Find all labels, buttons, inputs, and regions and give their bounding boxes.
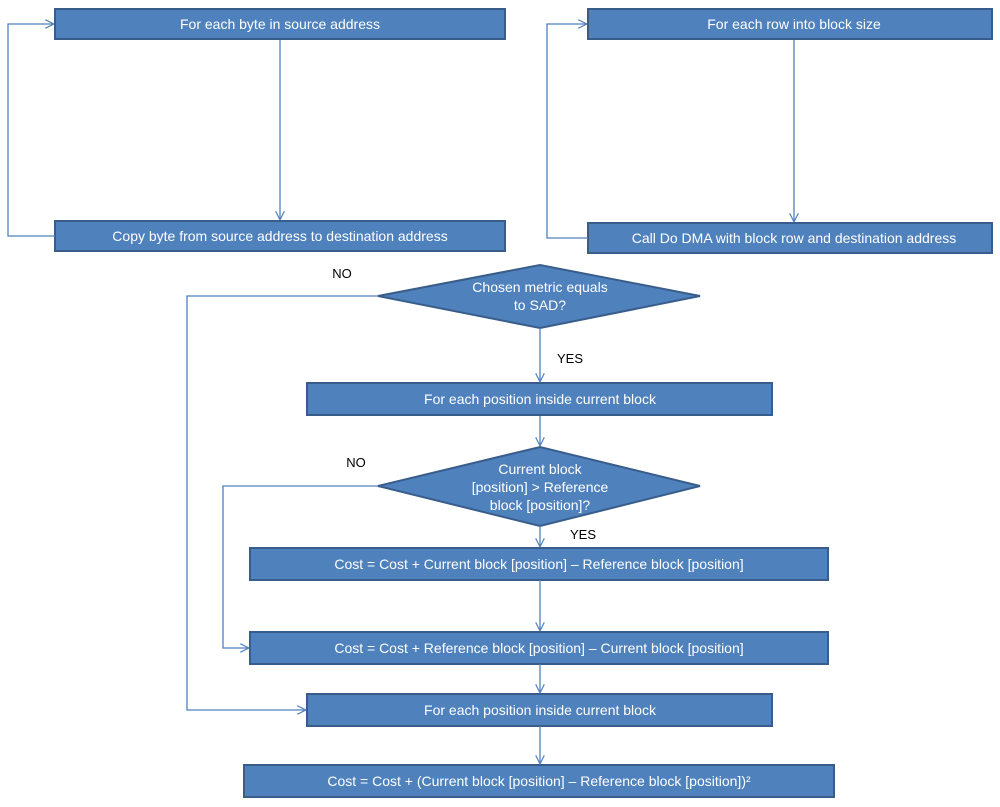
loop-position-sad-box xyxy=(306,382,773,416)
copy-byte-label: Copy byte from source address to destina… xyxy=(112,228,447,244)
arrow-metric-no xyxy=(186,295,378,710)
call-dma-box xyxy=(587,222,993,254)
loop-each-row-box xyxy=(587,8,993,40)
cost-current-minus-reference-box xyxy=(249,547,829,581)
flow-cost-metric: Chosen metric equals to SAD? NO YES For … xyxy=(186,263,835,798)
decision-compare-line-3: block [position]? xyxy=(490,497,591,513)
cost-reference-minus-current-box xyxy=(249,631,829,665)
call-dma-label: Call Do DMA with block row and destinati… xyxy=(632,230,957,246)
label-no-compare: NO xyxy=(346,455,366,470)
loop-position-ssd-box xyxy=(306,693,773,727)
loop-position-sad-label: For each position inside current block xyxy=(424,391,657,407)
decision-metric-line-2: to SAD? xyxy=(514,297,566,313)
loop-position-ssd-label: For each position inside current block xyxy=(424,702,657,718)
arrow-copy-back-to-loop xyxy=(7,24,55,237)
flow-dma-rows: For each row into block size Call Do DMA… xyxy=(546,8,993,254)
flow-byte-copy: For each byte in source address Copy byt… xyxy=(7,8,506,252)
cost-current-minus-reference-label: Cost = Cost + Current block [position] –… xyxy=(334,556,743,572)
decision-compare-line-1: Current block xyxy=(498,461,582,477)
decision-compare-blocks xyxy=(377,445,701,528)
decision-metric-sad xyxy=(377,263,701,330)
arrow-compare-no xyxy=(222,485,378,648)
loop-each-byte-label: For each byte in source address xyxy=(180,16,380,32)
cost-squared-box xyxy=(243,764,835,798)
copy-byte-box xyxy=(54,220,506,252)
loop-each-row-label: For each row into block size xyxy=(707,16,881,32)
cost-squared-label: Cost = Cost + (Current block [position] … xyxy=(327,773,751,789)
cost-reference-minus-current-label: Cost = Cost + Reference block [position]… xyxy=(334,640,743,656)
arrow-dma-back-to-row xyxy=(546,24,588,239)
label-no-metric: NO xyxy=(332,266,352,281)
label-yes-compare: YES xyxy=(570,527,596,542)
loop-each-byte-box xyxy=(54,8,506,40)
label-yes-metric: YES xyxy=(557,351,583,366)
decision-compare-line-2: [position] > Reference xyxy=(472,479,609,495)
decision-metric-line-1: Chosen metric equals xyxy=(472,279,607,295)
